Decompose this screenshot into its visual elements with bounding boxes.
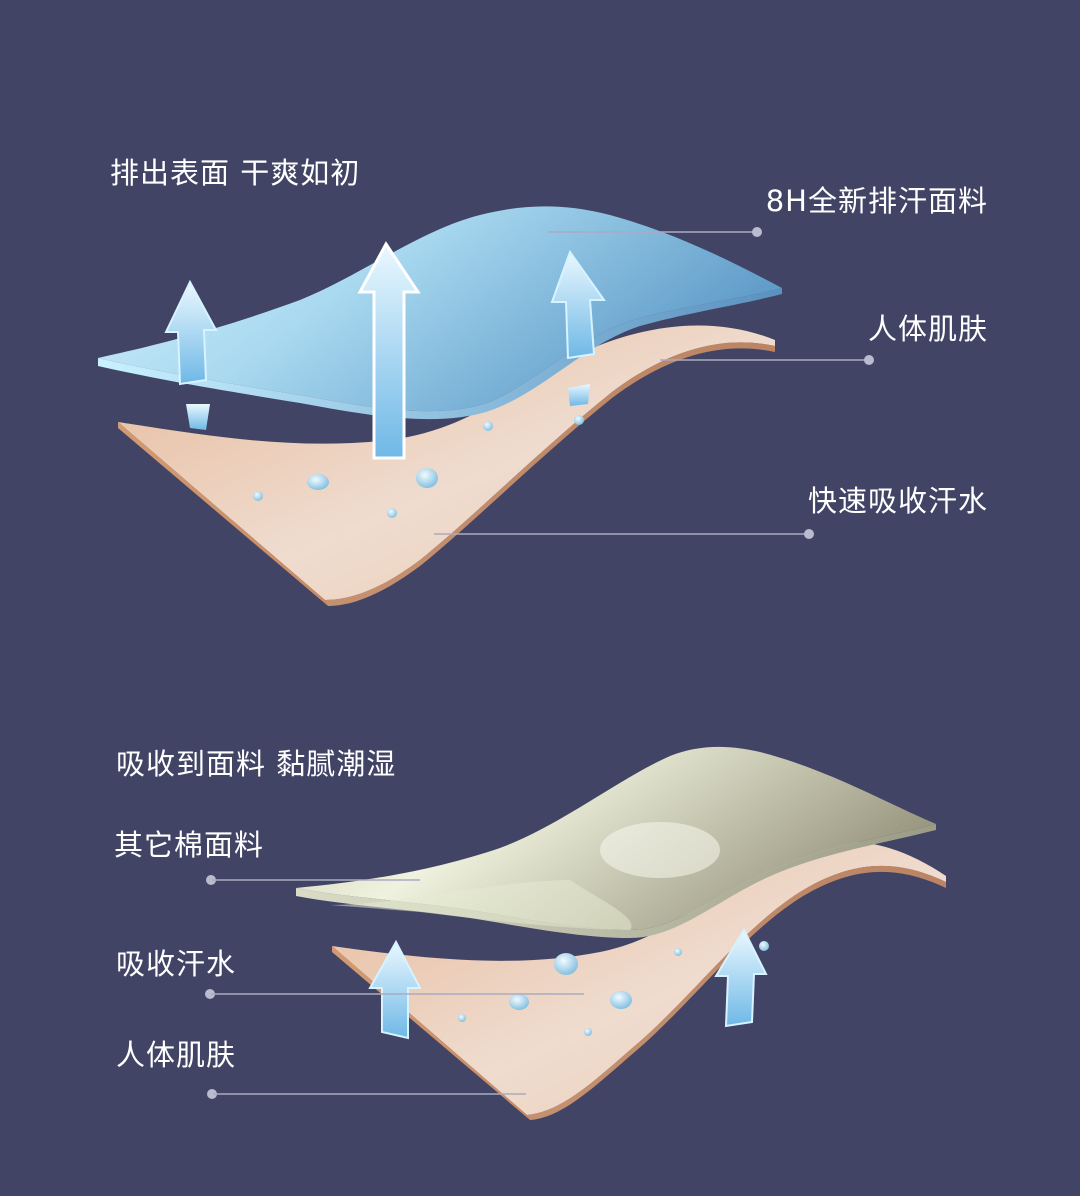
- top-leader-lines: [434, 227, 874, 539]
- top-absorb-label: 快速吸收汗水: [807, 484, 988, 518]
- top-skin-label: 人体肌肤: [867, 312, 988, 346]
- top-heading: 排出表面 干爽如初: [110, 156, 361, 190]
- top-fabric-label: 8H全新排汗面料: [765, 184, 988, 218]
- bottom-upward-arrows: [368, 927, 768, 1040]
- bottom-fabric-layer: [296, 746, 936, 938]
- top-fabric-layer: [98, 206, 782, 420]
- bottom-heading: 吸收到面料 黏腻潮湿: [116, 747, 397, 781]
- bottom-absorb-label: 吸收汗水: [116, 947, 237, 981]
- bottom-fabric-label: 其它棉面料: [114, 828, 265, 862]
- bottom-skin-label: 人体肌肤: [116, 1038, 237, 1072]
- bottom-leader-lines: [205, 875, 584, 1099]
- top-sweat-droplets: [253, 415, 584, 518]
- top-upward-arrows: [164, 241, 606, 460]
- top-skin-layer: [118, 325, 775, 606]
- bottom-sweat-droplets: [458, 941, 769, 1036]
